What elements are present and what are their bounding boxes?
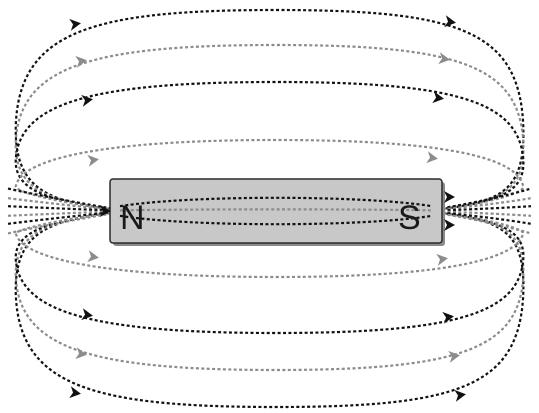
chevron-right-icon xyxy=(75,55,87,68)
chevron-right-icon xyxy=(87,154,99,167)
pole-fan-line-north xyxy=(7,205,111,212)
pole-fan-line-north xyxy=(7,210,111,217)
chevron-right-icon xyxy=(438,52,450,65)
chevron-right-icon xyxy=(81,308,93,321)
chevron-right-icon xyxy=(87,250,99,263)
south-pole-label: S xyxy=(398,199,421,237)
pole-fan-line-north xyxy=(7,211,111,225)
chevron-right-icon xyxy=(448,350,460,363)
pole-fan-line-south xyxy=(441,211,532,225)
field-line-upper-4 xyxy=(14,138,525,211)
pole-fan-line-south xyxy=(441,210,532,217)
field-line-upper-2 xyxy=(14,43,525,211)
pole-fan-line-south xyxy=(441,197,532,211)
pole-fan-line-south xyxy=(441,212,532,235)
bar-magnet xyxy=(109,178,445,246)
chevron-right-icon xyxy=(69,386,81,399)
chevron-right-icon xyxy=(75,347,87,360)
pole-fan-line-north xyxy=(7,212,111,235)
chevron-right-icon xyxy=(444,191,455,203)
pole-fan-line-north xyxy=(7,197,111,211)
chevron-right-icon xyxy=(444,15,456,28)
field-lines xyxy=(7,8,532,409)
chevron-right-icon xyxy=(81,94,93,107)
chevron-right-icon xyxy=(442,311,454,324)
chevron-right-icon xyxy=(432,91,444,104)
chevron-right-icon xyxy=(100,205,111,217)
north-pole-label: N xyxy=(120,199,145,237)
chevron-right-icon xyxy=(444,219,455,231)
chevron-right-icon xyxy=(426,151,438,164)
field-line-upper-3 xyxy=(14,80,525,211)
pole-fan-line-south xyxy=(441,187,532,210)
pole-fan-line-south xyxy=(441,205,532,212)
chevron-right-icon xyxy=(436,253,448,266)
field-line-lower-3 xyxy=(14,211,525,335)
pole-fan-line-north xyxy=(7,187,111,210)
magnet-body xyxy=(109,178,443,244)
chevron-right-icon xyxy=(454,389,466,402)
field-direction-arrows xyxy=(69,15,466,402)
chevron-right-icon xyxy=(69,18,81,31)
field-line-lower-2 xyxy=(14,211,525,372)
